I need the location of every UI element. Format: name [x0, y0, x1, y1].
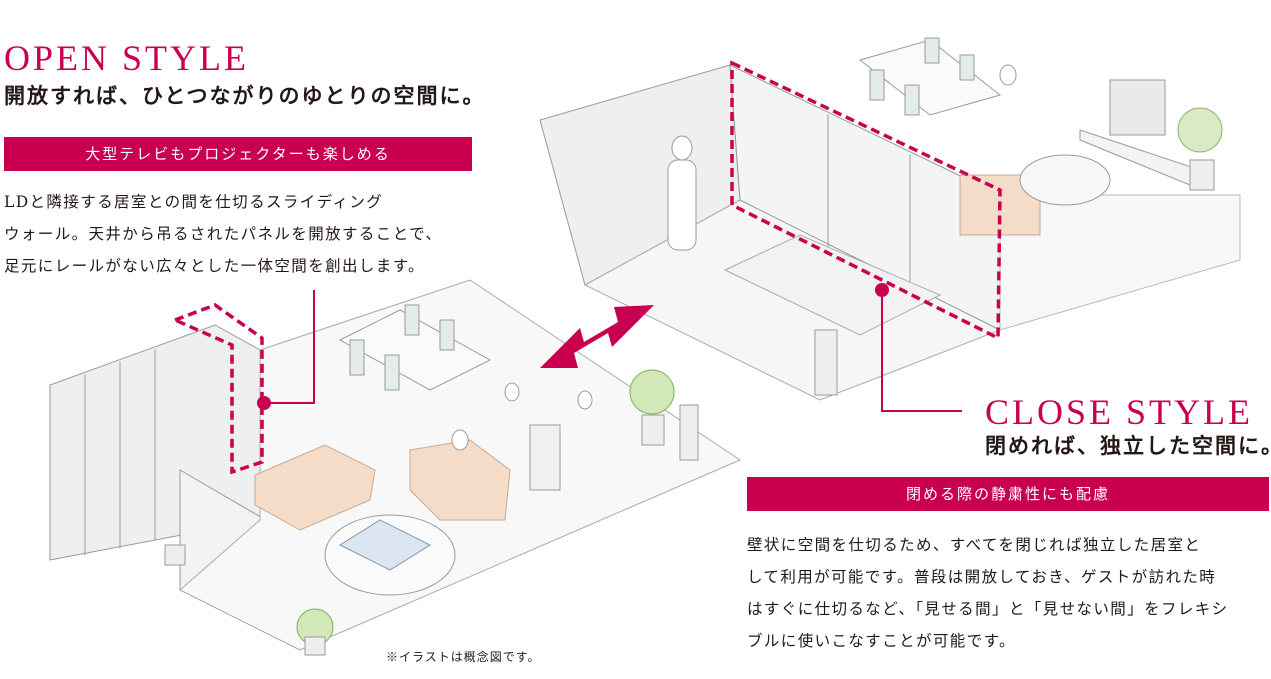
close-marker-dot	[875, 283, 889, 297]
close-style-title: CLOSE STYLE	[985, 392, 1254, 432]
close-style-description: 壁状に空間を仕切るため、すべてを閉じれば独立した居室と して利用が可能です。普段…	[747, 529, 1229, 657]
close-body-line: 壁状に空間を仕切るため、すべてを閉じれば独立した居室と	[747, 536, 1202, 554]
close-body-line: して利用が可能です。普段は開放しておき、ゲストが訪れた時	[747, 568, 1217, 586]
open-body-line: LDと隣接する居室との間を仕切るスライディング	[4, 193, 384, 211]
illustration-note: ※イラストは概念図です。	[386, 650, 541, 664]
open-body-line: 足元にレールがない広々とした一体空間を創出します。	[4, 257, 425, 275]
close-style-feature-bar: 閉める際の静粛性にも配慮	[747, 477, 1269, 511]
open-style-title: OPEN STYLE	[4, 38, 249, 78]
close-body-line: はすぐに仕切るなど、「見せる間」と「見せない間」をフレキシ	[747, 600, 1229, 618]
close-room-sketch	[539, 37, 1241, 401]
open-body-line: ウォール。天井から吊るされたパネルを開放することで、	[4, 225, 443, 243]
open-style-feature-bar: 大型テレビもプロジェクターも楽しめる	[4, 137, 472, 171]
open-marker-dot	[257, 396, 271, 410]
open-style-description: LDと隣接する居室との間を仕切るスライディング ウォール。天井から吊るされたパネ…	[4, 186, 442, 282]
callout-lines	[264, 290, 962, 412]
open-room-sketch	[49, 279, 742, 656]
open-style-subtitle: 開放すれば、ひとつながりのゆとりの空間に。	[4, 83, 486, 108]
partition-outline	[174, 60, 1002, 475]
close-body-line: ブルに使いこなすことが可能です。	[747, 632, 1016, 650]
double-arrow-icon	[540, 305, 654, 368]
close-style-subtitle: 閉めれば、独立した空間に。	[985, 433, 1271, 458]
